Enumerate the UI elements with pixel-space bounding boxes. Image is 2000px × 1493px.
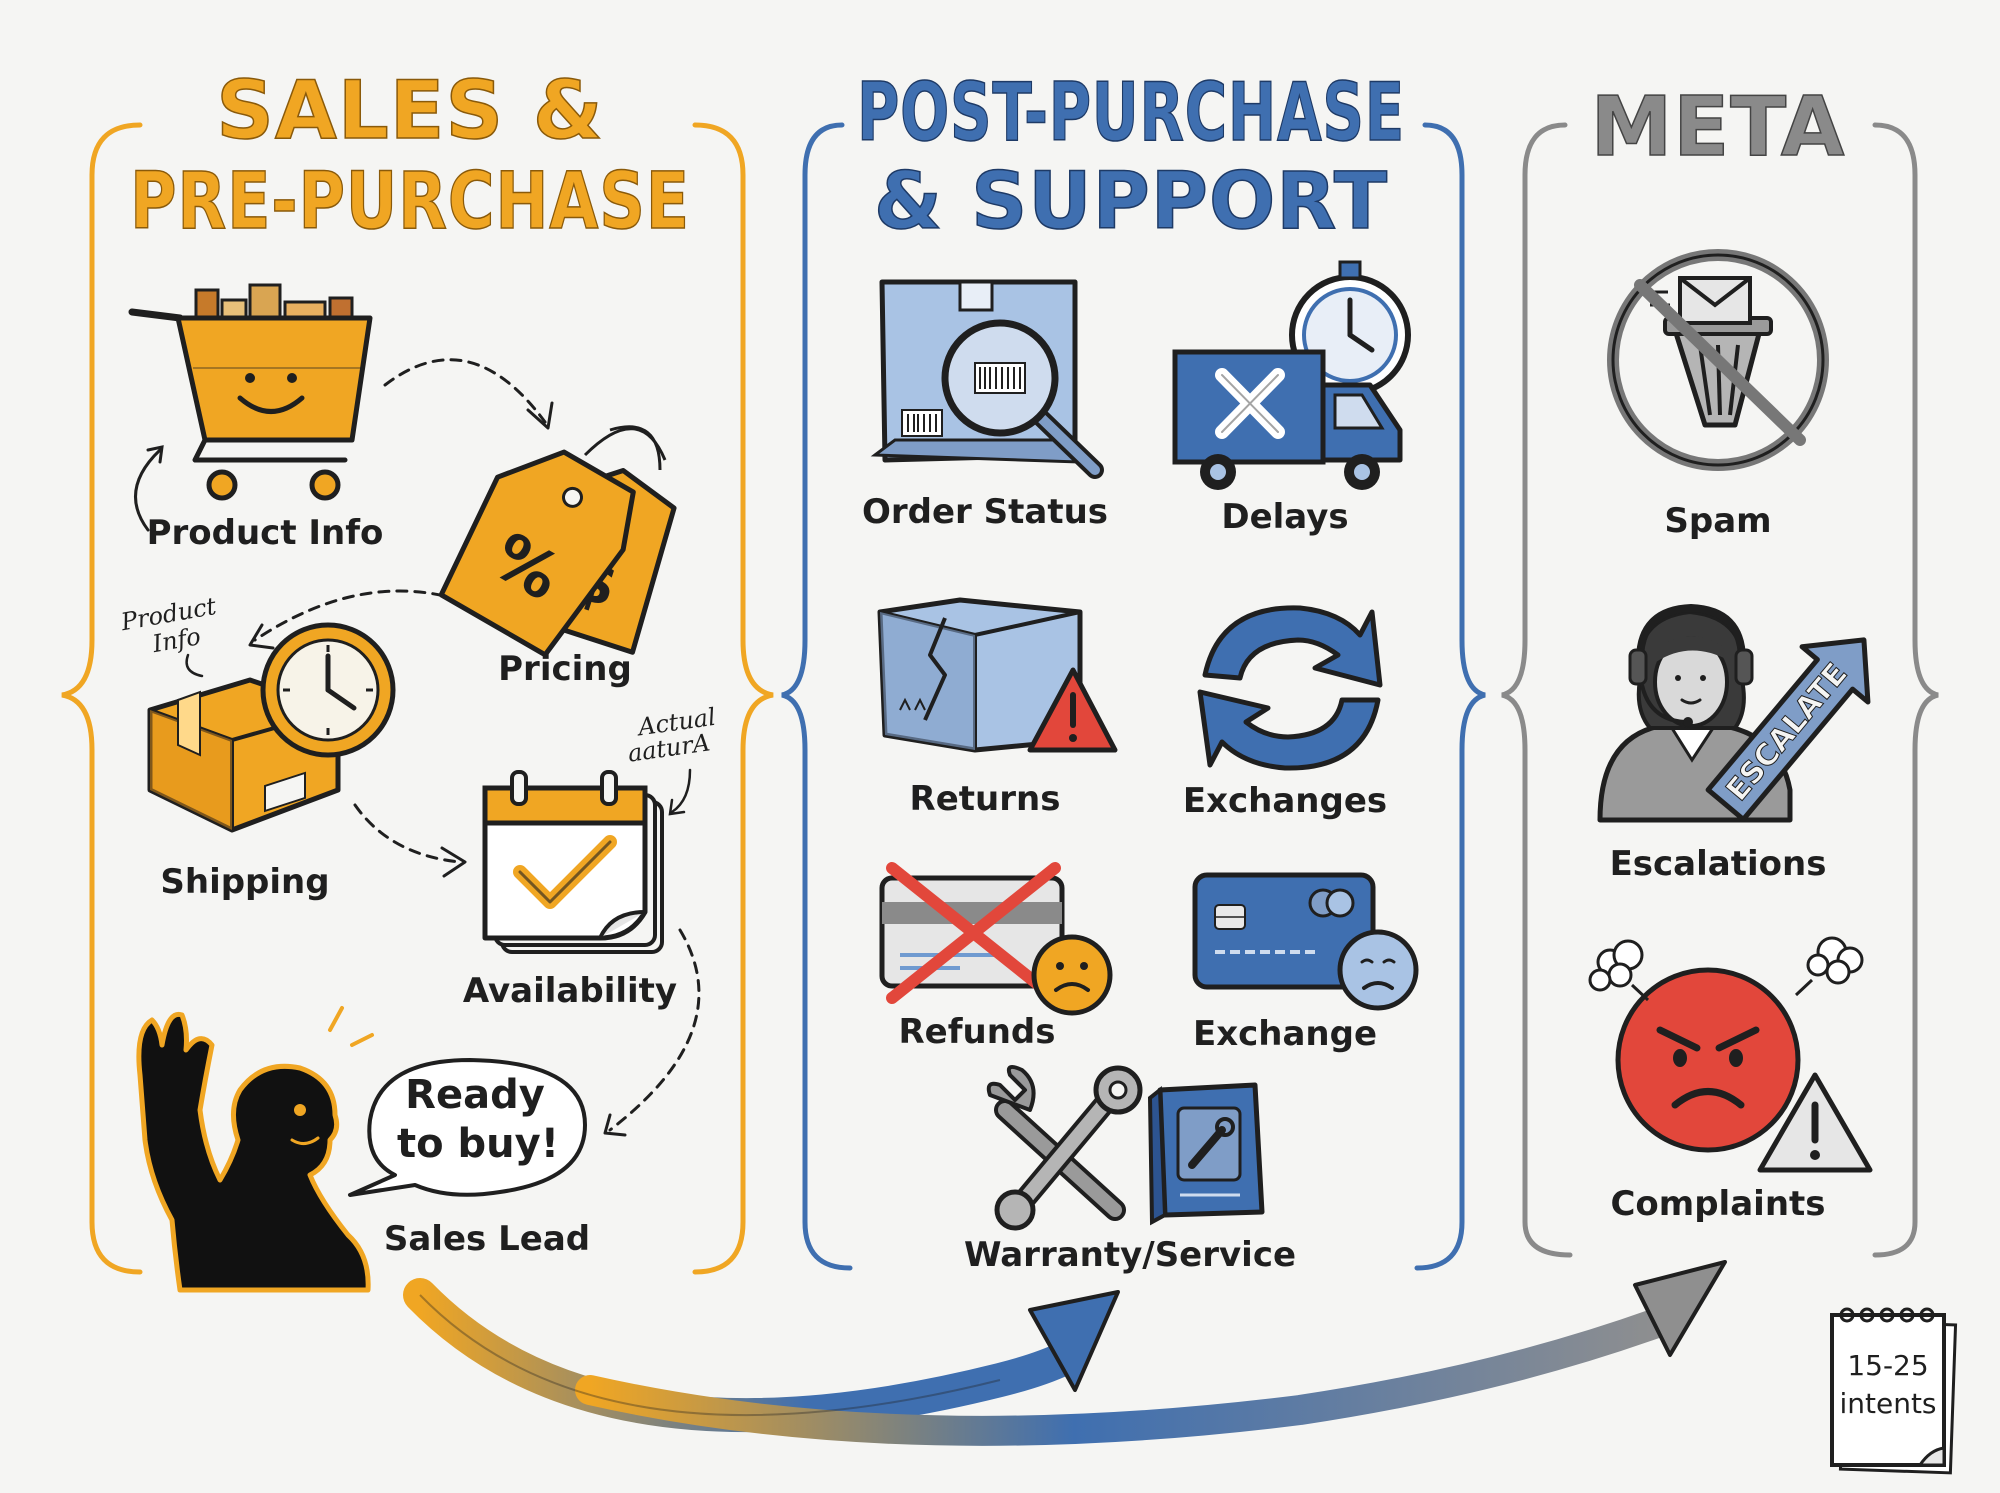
exchanges-label: Exchanges	[1183, 781, 1387, 821]
flow-arrows	[253, 358, 701, 1132]
notepad-line2: intents	[1839, 1387, 1936, 1420]
loop-arrow	[134, 448, 162, 532]
annotation-arrow-left	[185, 653, 204, 678]
warranty-label: Warranty/Service	[964, 1235, 1296, 1275]
truck-stopwatch-icon	[1172, 260, 1411, 490]
notepad-line1: 15-25	[1847, 1349, 1928, 1382]
flow-arrowheads	[248, 401, 627, 1137]
exchange-label: Exchange	[1193, 1014, 1377, 1054]
product-info-label: Product Info	[147, 513, 384, 553]
crossed-card-icon	[879, 862, 1113, 1016]
damaged-box-icon	[877, 597, 1118, 753]
agent-escalate-icon: ESCALATE	[1597, 603, 1871, 823]
refunds-label: Refunds	[898, 1012, 1055, 1052]
speech-bubble	[348, 1058, 587, 1197]
flow-sweep-arrows	[403, 1260, 1727, 1446]
sales-lead-label: Sales Lead	[384, 1219, 590, 1259]
pricing-label: Pricing	[498, 649, 632, 689]
box-magnifier-icon	[870, 279, 1104, 479]
shopping-cart-icon	[128, 283, 373, 501]
calendar-check-icon	[482, 770, 664, 954]
tools-manual-icon	[986, 1064, 1265, 1231]
intents-notepad	[1830, 1307, 1958, 1475]
availability-label: Availability	[463, 971, 677, 1011]
angry-face-icon	[1588, 936, 1873, 1173]
support-title-line1: POST-PURCHASE	[857, 66, 1405, 159]
order-status-label: Order Status	[862, 492, 1108, 532]
speech-line1: Ready	[405, 1072, 545, 1118]
meta-bracket	[1501, 122, 1939, 1258]
exchange-arrows-icon	[1197, 605, 1383, 771]
returns-label: Returns	[910, 779, 1061, 819]
sales-title-line1: SALES &	[216, 64, 603, 157]
credit-card-sad-icon	[1192, 872, 1419, 1011]
speech-line2: to buy!	[397, 1121, 559, 1167]
meta-title: META	[1591, 80, 1846, 175]
annotation-arrow-right	[670, 768, 692, 814]
complaints-label: Complaints	[1610, 1184, 1825, 1224]
shipping-label: Shipping	[160, 862, 329, 902]
package-clock-icon	[147, 622, 396, 833]
support-bracket	[781, 122, 1486, 1271]
price-tag-icon: $ %	[438, 425, 677, 658]
annotation-arrowhead-right	[668, 798, 686, 816]
no-spam-icon	[1607, 249, 1829, 471]
delays-label: Delays	[1221, 497, 1348, 537]
spam-label: Spam	[1664, 501, 1771, 541]
escalations-label: Escalations	[1610, 844, 1827, 884]
sales-bracket	[61, 122, 774, 1275]
sales-title-line2: PRE-PURCHASE	[130, 157, 690, 247]
loop-arrowhead	[146, 445, 164, 464]
waving-person-icon	[136, 1006, 374, 1293]
support-title-line2: & SUPPORT	[874, 157, 1388, 247]
